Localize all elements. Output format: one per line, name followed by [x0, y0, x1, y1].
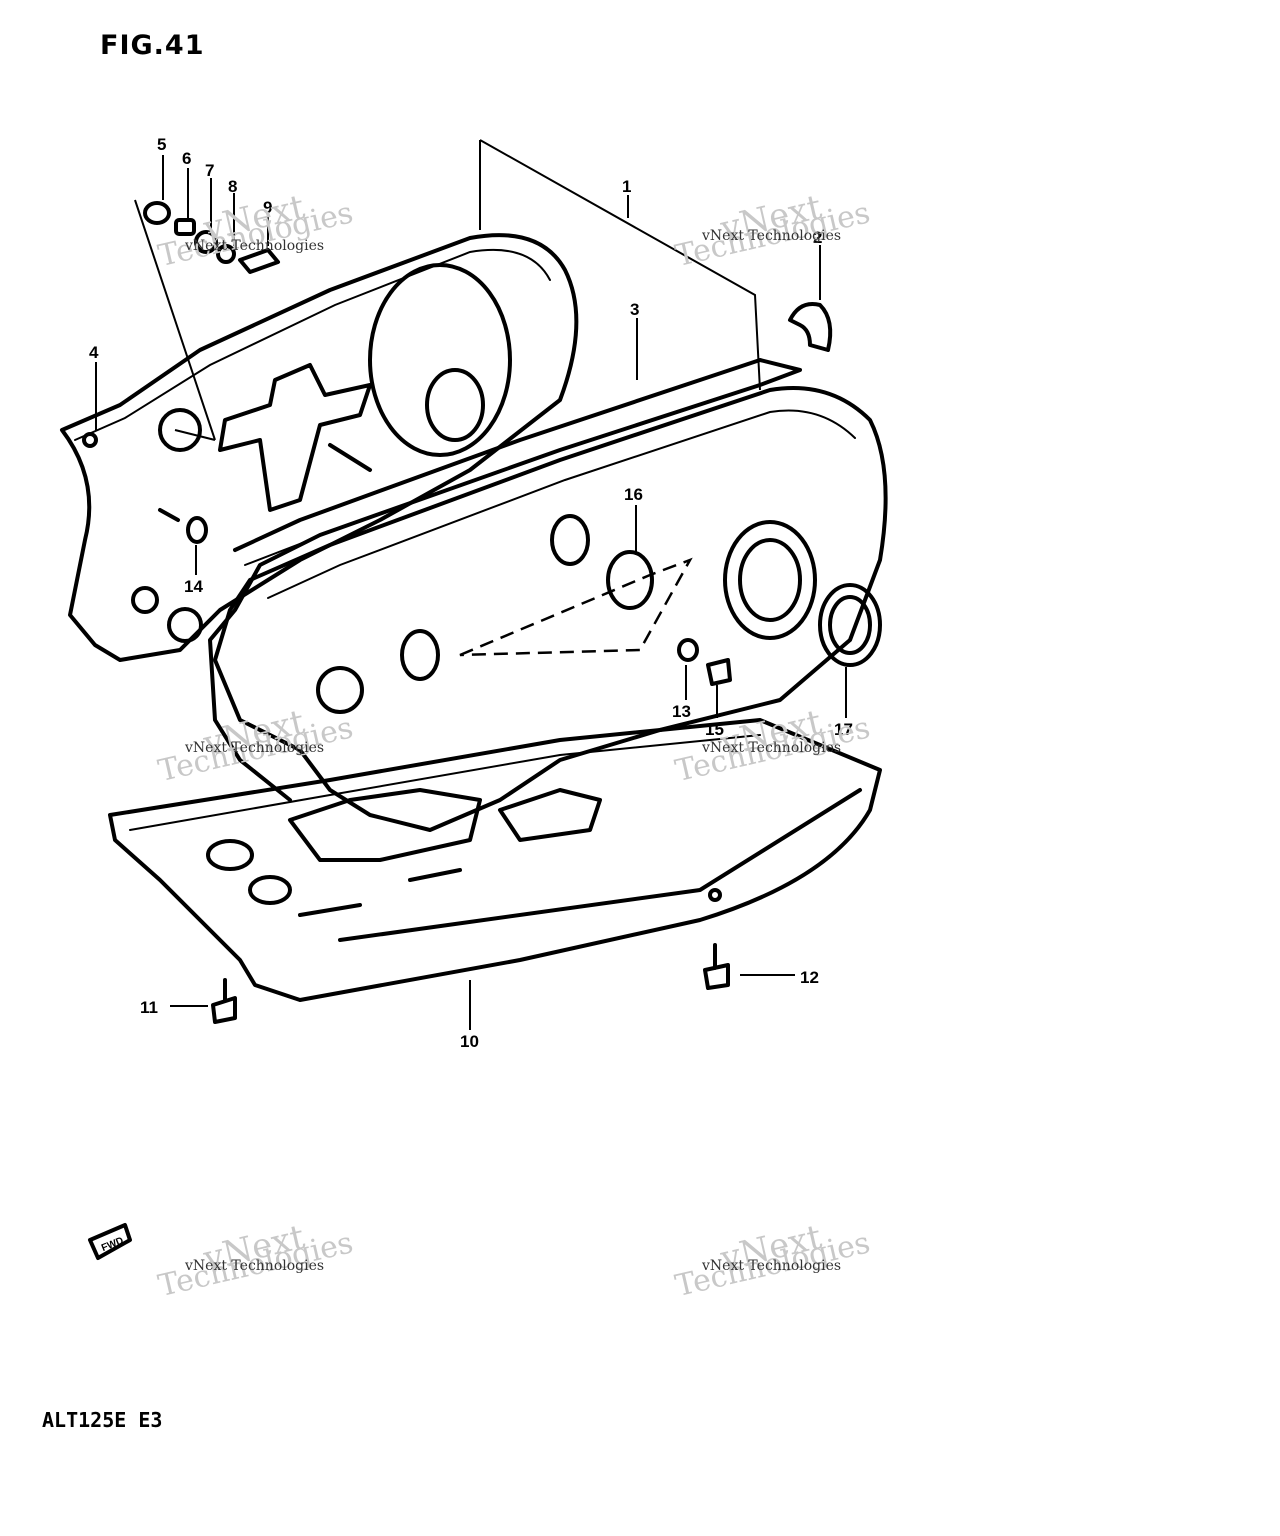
model-code: ALT125E E3 [42, 1408, 163, 1432]
callout-6: 6 [182, 149, 191, 168]
callout-5: 5 [157, 135, 166, 154]
callout-14: 14 [184, 577, 203, 596]
leader-lines [95, 139, 847, 1030]
callout-1: 1 [622, 177, 631, 196]
callout-16: 16 [624, 485, 643, 504]
callout-3: 3 [630, 300, 639, 319]
figure-title: FIG.41 [100, 30, 205, 61]
callout-7: 7 [205, 161, 214, 180]
outer-cover-drawing [213, 386, 888, 832]
gasket-drawing [208, 358, 802, 802]
callout-15: 15 [705, 720, 724, 739]
callout-10: 10 [460, 1032, 479, 1051]
callout-2: 2 [813, 228, 822, 247]
skid-plate-drawing [108, 718, 882, 1002]
callout-17: 17 [834, 720, 853, 739]
callout-11: 11 [140, 998, 158, 1017]
callout-12: 12 [800, 968, 819, 987]
inner-cover-drawing [60, 233, 579, 662]
callout-4: 4 [89, 343, 99, 362]
callout-9: 9 [263, 198, 272, 217]
callout-13: 13 [672, 702, 691, 721]
small-parts-drawing [88, 201, 882, 1260]
callout-8: 8 [228, 177, 237, 196]
